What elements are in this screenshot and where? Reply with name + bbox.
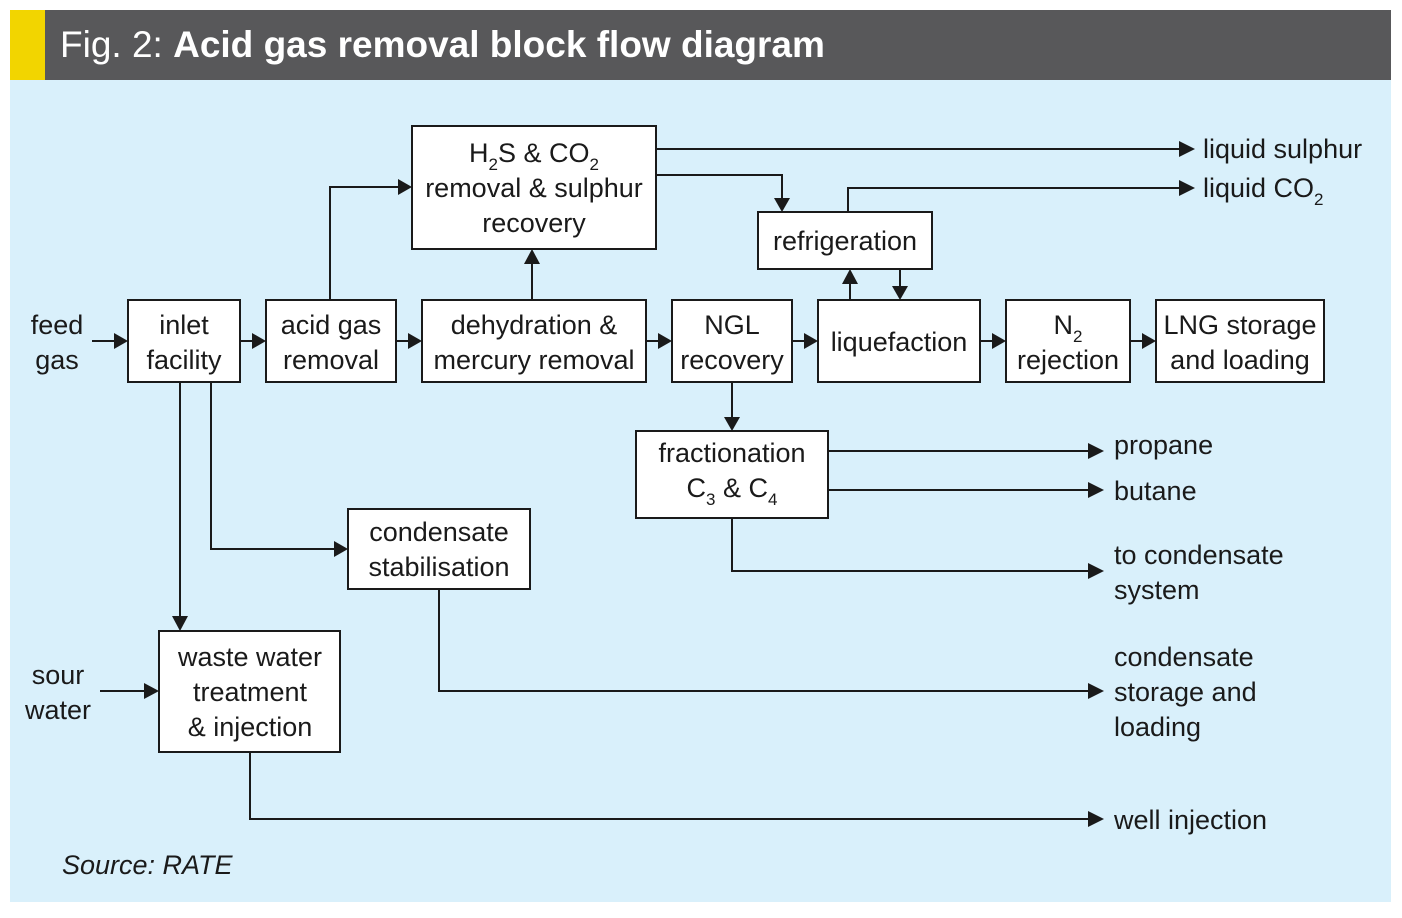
arrowhead-right [144,683,159,699]
label-acid-2: removal [283,345,379,375]
arrowhead-right [658,333,672,349]
label-frac-1: fractionation [658,438,805,468]
box-ngl-recovery: NGL recovery [671,299,793,383]
label-lng-2: and loading [1170,345,1310,375]
label-h2s-2: removal & sulphur [425,173,643,203]
label-h2s-1: H2S & CO2 [469,138,599,174]
label-refrigeration: refrigeration [773,226,917,256]
label-dehy-1: dehydration & [451,310,618,340]
label-lng-1: LNG storage [1163,310,1316,340]
box-inlet-facility: inlet facility [127,299,241,383]
box-dehydration: dehydration & mercury removal [421,299,647,383]
figure-title: Fig. 2: Acid gas removal block flow diag… [60,10,825,80]
label-frac-2: C3 & C4 [687,473,778,509]
input-feed-gas-2: gas [35,345,79,375]
arrowhead-right [1088,482,1104,498]
line-waste-to-well [249,752,1090,820]
line-frac-to-condensate-system [731,518,1090,572]
label-ngl-2: recovery [680,345,784,375]
title-accent-stripe [10,10,45,80]
label-n2-2: rejection [1017,345,1119,375]
arrowhead-right [114,333,128,349]
label-inlet-1: inlet [159,310,209,340]
arrowhead-right [1142,333,1156,349]
line-refrig-to-co2 [847,187,1181,212]
label-acid-1: acid gas [281,310,382,340]
arrowhead-up [524,249,540,264]
arrowhead-down [774,198,790,212]
output-liquid-co2: liquid CO2 [1203,173,1324,209]
arrowhead-right [1179,180,1195,196]
source-note: Source: RATE [62,850,233,880]
label-liquefaction: liquefaction [831,327,968,357]
output-to-condensate-1: to condensate [1114,540,1284,570]
figure-title-text: Acid gas removal block flow diagram [173,24,825,65]
output-condensate-storage-2: storage and [1114,677,1257,707]
label-ngl-1: NGL [704,310,760,340]
output-condensate-storage-3: loading [1114,712,1201,742]
arrowhead-down [724,417,740,431]
line-cond-to-storage [438,589,1090,692]
title-bar: Fig. 2: Acid gas removal block flow diag… [10,10,1391,80]
label-n2-1: N2 [1054,310,1083,346]
input-sour-water-1: sour [32,660,85,690]
arrowhead-up [842,269,858,284]
box-n2-rejection: N2 rejection [1005,299,1131,383]
box-lng-storage: LNG storage and loading [1155,299,1325,383]
arrowhead-down [172,616,188,631]
arrowhead-right [334,541,348,557]
arrowheads [114,141,1195,827]
label-cond-1: condensate [369,517,509,547]
input-sour-water-2: water [24,695,91,725]
line-inlet-to-cond [210,382,336,550]
arrowhead-down [892,286,908,300]
output-well-injection: well injection [1113,805,1267,835]
arrowhead-right [804,333,818,349]
box-refrigeration: refrigeration [757,211,933,270]
box-condensate-stabilisation: condensate stabilisation [347,508,531,590]
arrowhead-right [1088,683,1104,699]
arrowhead-right [252,333,266,349]
label-waste-1: waste water [177,642,322,672]
line-acid-to-h2s [329,186,400,300]
arrowhead-right [1088,811,1104,827]
arrowhead-right [408,333,422,349]
output-liquid-sulphur: liquid sulphur [1203,134,1362,164]
arrowhead-right [992,333,1006,349]
output-to-condensate-2: system [1114,575,1200,605]
label-waste-3: & injection [188,712,313,742]
box-acid-gas-removal: acid gas removal [265,299,397,383]
output-propane: propane [1114,430,1213,460]
line-h2s-to-refrig [656,174,783,200]
output-butane: butane [1114,476,1197,506]
arrowhead-right [1088,563,1104,579]
arrowhead-right [398,179,412,195]
label-inlet-2: facility [146,345,222,375]
connector-lines [92,148,1181,820]
label-waste-2: treatment [193,677,308,707]
box-liquefaction: liquefaction [817,299,981,383]
figure-number: Fig. 2: [60,24,163,65]
label-cond-2: stabilisation [368,552,509,582]
arrowhead-right [1088,443,1104,459]
output-condensate-storage-1: condensate [1114,642,1254,672]
box-fractionation: fractionation C3 & C4 [635,430,829,519]
box-h2s-co2-removal: H2S & CO2 removal & sulphur recovery [411,125,657,250]
box-waste-water: waste water treatment & injection [158,630,341,753]
input-feed-gas-1: feed [31,310,84,340]
arrowhead-right [1179,141,1195,157]
label-h2s-3: recovery [482,208,586,238]
label-dehy-2: mercury removal [433,345,634,375]
